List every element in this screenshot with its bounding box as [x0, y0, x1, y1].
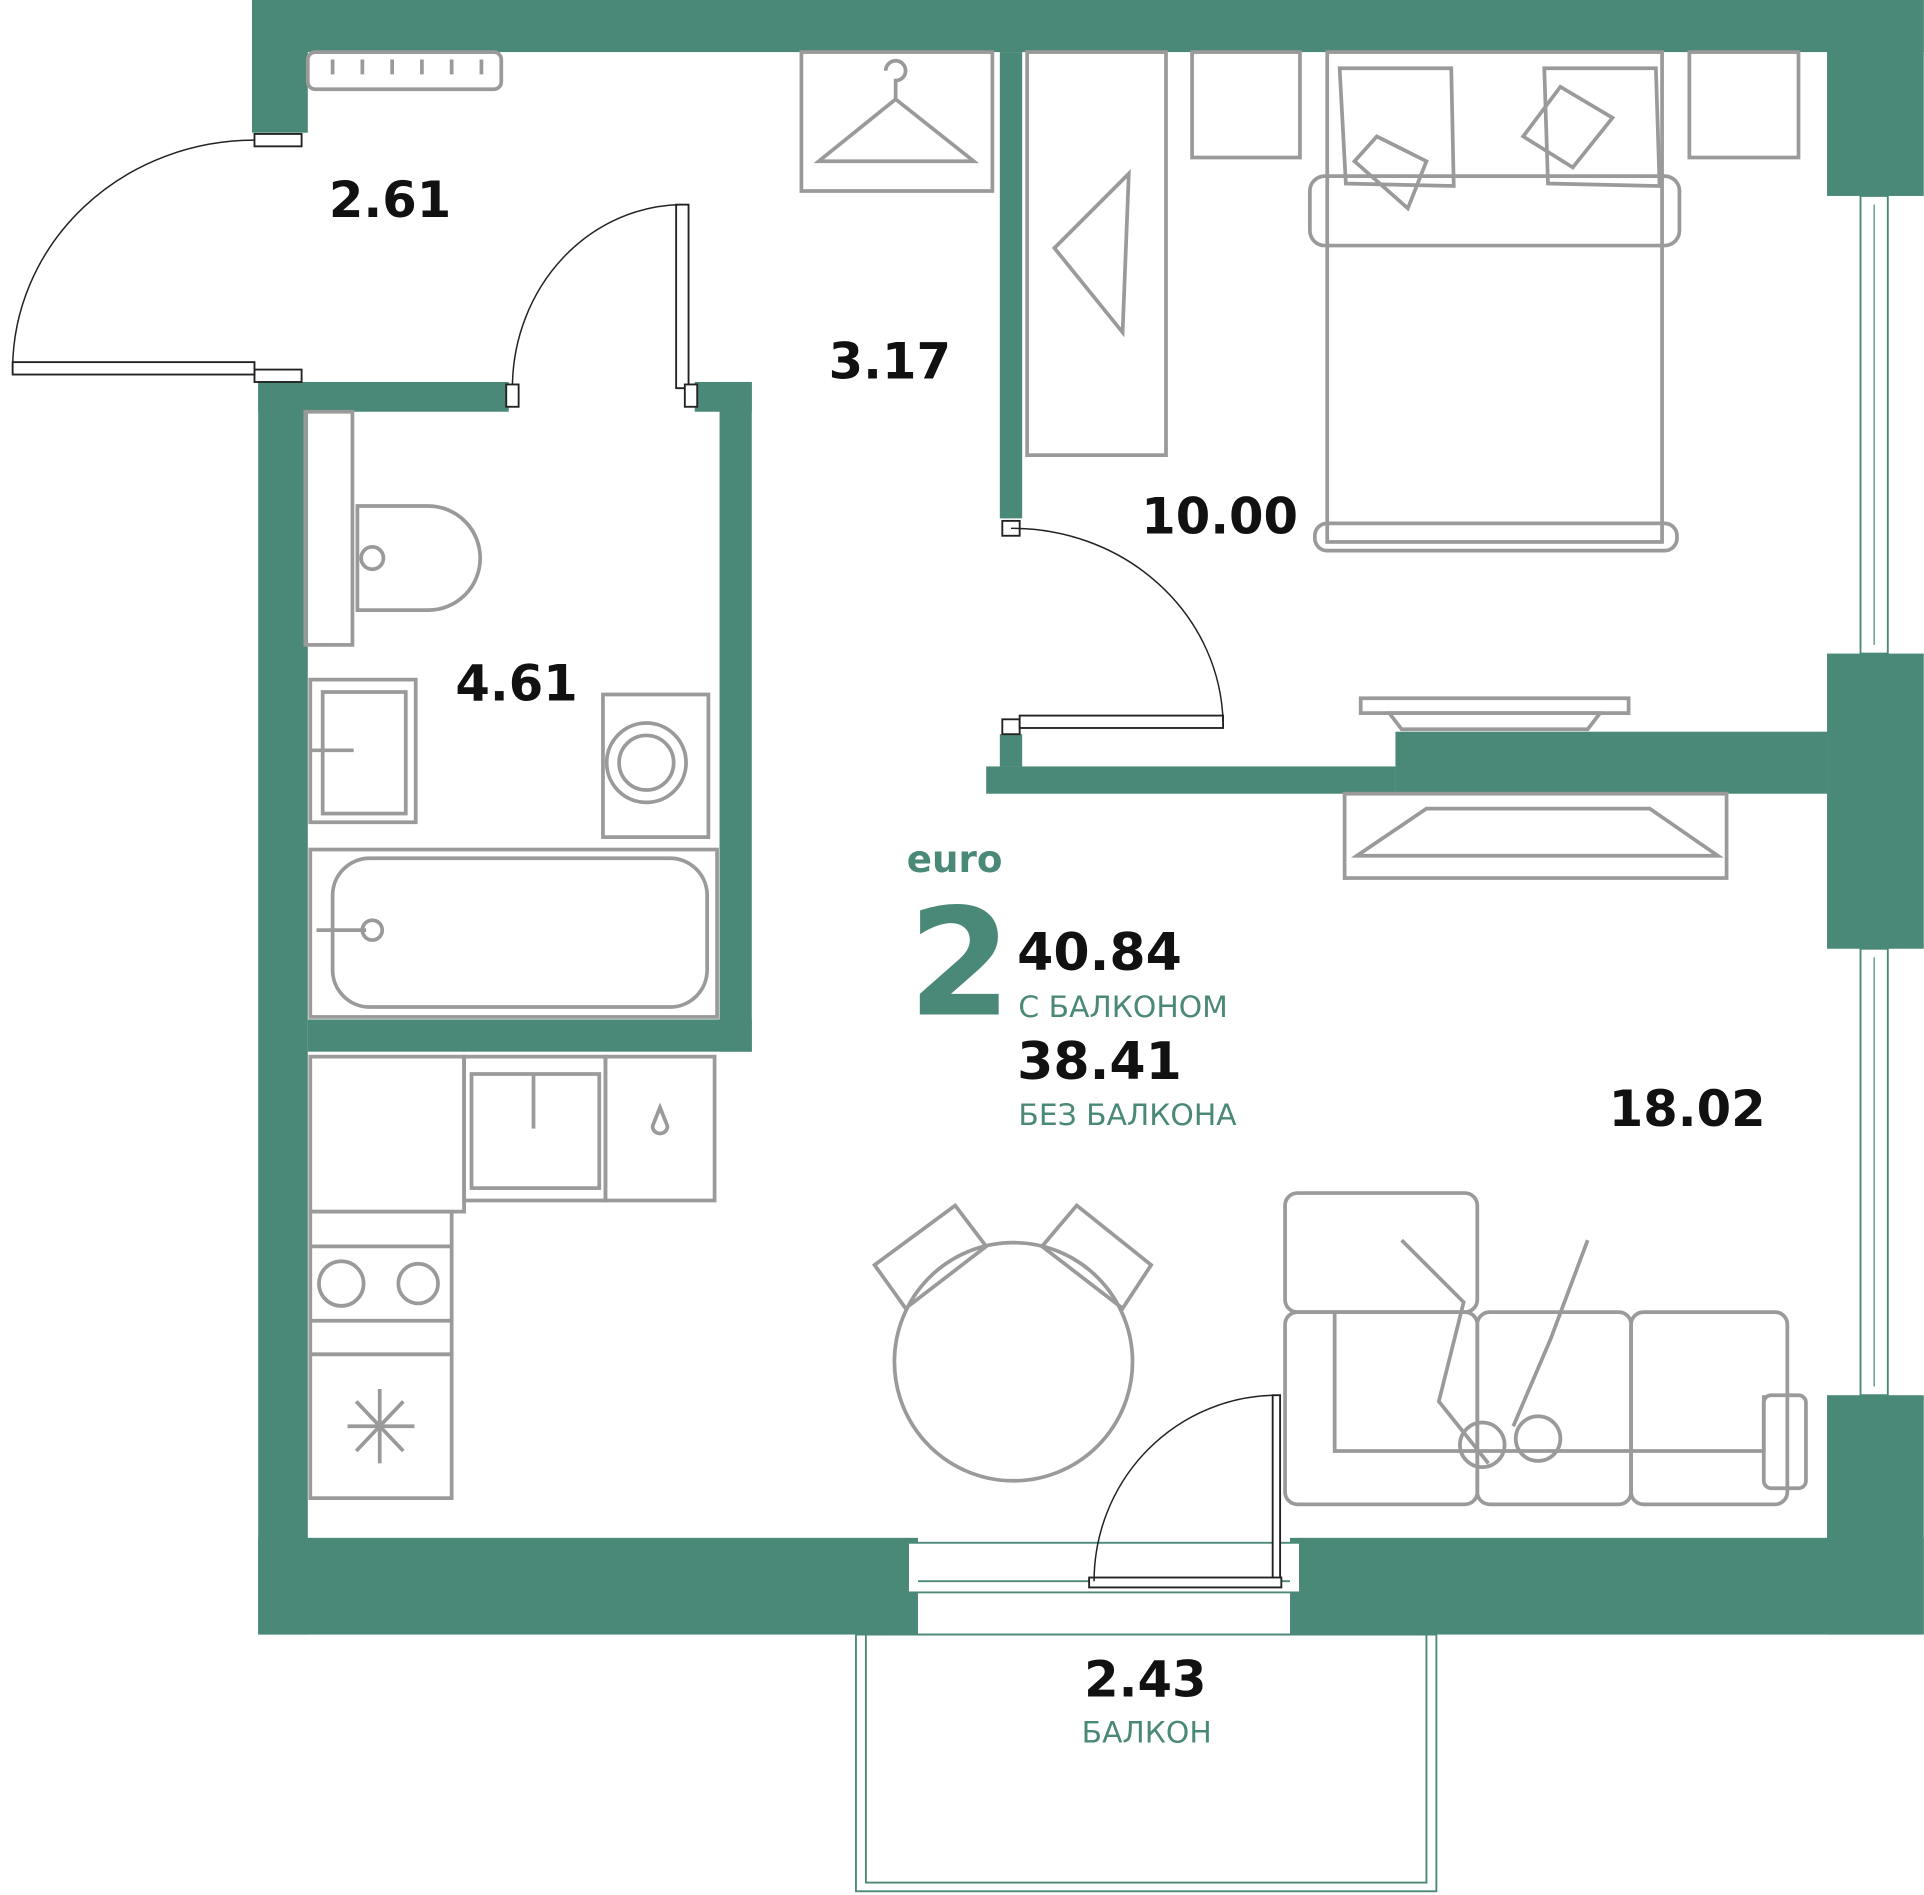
area-balcony: 2.43	[1084, 1651, 1206, 1709]
entrance-door[interactable]	[11, 133, 303, 383]
without-balcony-caption: БЕЗ БАЛКОНА	[1018, 1098, 1237, 1133]
doors	[11, 133, 1283, 1589]
windows	[907, 195, 1889, 1594]
total-with-balcony: 40.84	[1017, 923, 1182, 983]
apartment-summary: euro 2 40.84 С БАЛКОНОМ 38.41 БЕЗ БАЛКОН…	[907, 837, 1237, 1133]
area-vestibule: 2.61	[329, 171, 451, 229]
furniture	[303, 50, 1808, 1507]
dining-table	[871, 1202, 1154, 1483]
balcony	[855, 1633, 1438, 1893]
with-balcony-caption: С БАЛКОНОМ	[1018, 990, 1227, 1025]
wardrobe-hall	[799, 50, 995, 193]
washing-machine	[601, 692, 711, 839]
tv-stand-bedroom	[1358, 696, 1631, 732]
area-labels: 2.61 3.17 10.00 4.61 18.02 2.43 БАЛКОН	[329, 171, 1766, 1750]
sofa	[1283, 1191, 1808, 1507]
bathtub	[308, 847, 719, 1019]
euro-label: euro	[907, 837, 1003, 881]
area-bathroom: 4.61	[455, 655, 577, 713]
bedroom-door[interactable]	[1001, 519, 1224, 736]
bathroom-sink	[308, 677, 418, 825]
balcony-caption: БАЛКОН	[1082, 1715, 1212, 1750]
rooms-count: 2	[908, 877, 1012, 1050]
area-living-kitchen: 18.02	[1609, 1080, 1766, 1138]
area-hallway: 3.17	[829, 332, 951, 390]
shoe-rack	[305, 50, 504, 92]
tv-stand-living	[1342, 791, 1729, 880]
stove	[308, 1209, 454, 1357]
toilet	[303, 409, 483, 647]
balcony-door[interactable]	[1088, 1394, 1283, 1589]
bathroom-door[interactable]	[505, 203, 699, 408]
wardrobe-bedroom	[1025, 50, 1168, 458]
area-bedroom: 10.00	[1141, 487, 1298, 545]
walls	[251, 0, 1924, 1635]
kitchen-counter	[308, 1054, 717, 1214]
total-without-balcony: 38.41	[1017, 1032, 1182, 1092]
fridge	[308, 1352, 454, 1501]
bed	[1190, 50, 1801, 553]
